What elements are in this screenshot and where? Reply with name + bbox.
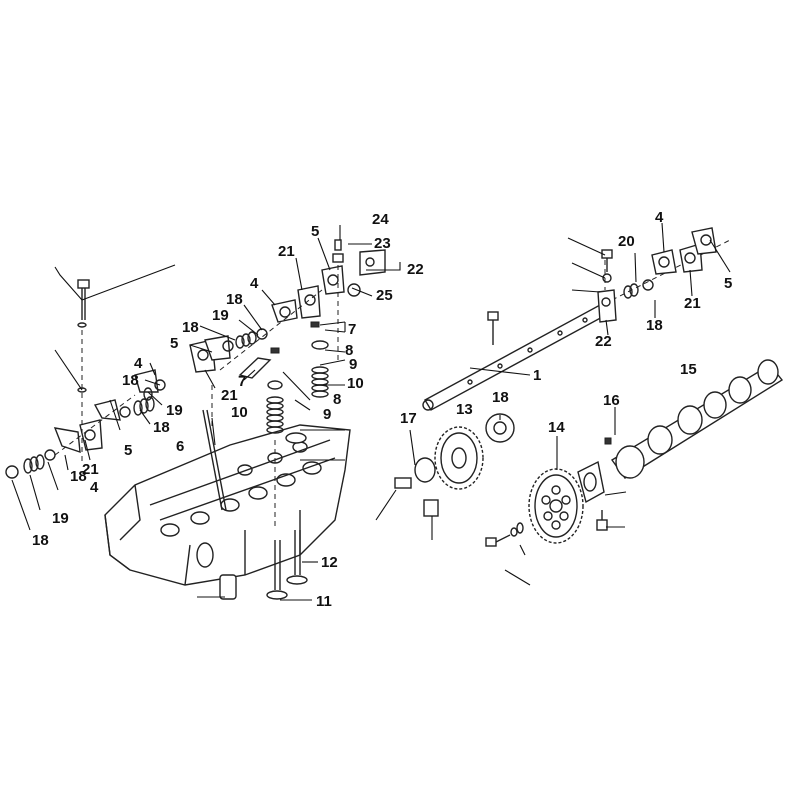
callout-18: 18 — [153, 419, 170, 436]
valve-pair — [266, 530, 308, 600]
idler-shaft — [394, 457, 439, 517]
callout-4: 4 — [90, 479, 99, 496]
callout-4: 4 — [250, 275, 259, 292]
callout-18: 18 — [226, 291, 243, 308]
camshaft-gear — [528, 468, 584, 544]
thrust-plate — [577, 460, 605, 504]
idler-gear — [434, 426, 484, 490]
valve-guide — [219, 574, 237, 600]
callout-22: 22 — [595, 333, 612, 350]
callout-19: 19 — [212, 307, 229, 324]
callout-21: 21 — [278, 243, 295, 260]
callout-1: 1 — [533, 367, 541, 384]
callout-11: 11 — [316, 593, 332, 610]
callout-12: 12 — [321, 554, 338, 571]
leader-lines — [11, 222, 731, 601]
callout-4: 4 — [134, 355, 143, 372]
callout-21: 21 — [684, 295, 701, 312]
callout-20: 20 — [618, 233, 635, 250]
callout-14: 14 — [548, 419, 565, 436]
callout-18: 18 — [492, 389, 509, 406]
valve-springs — [266, 340, 329, 444]
camshaft — [604, 359, 784, 479]
cylinder-head — [104, 424, 351, 586]
rocker-shaft — [422, 304, 607, 411]
callout-4: 4 — [655, 209, 664, 226]
callout-5: 5 — [170, 335, 178, 352]
callout-7: 7 — [238, 373, 246, 390]
push-rod — [202, 409, 227, 511]
gear-hub — [485, 413, 515, 443]
callout-13: 13 — [456, 401, 473, 418]
callout-18: 18 — [70, 468, 87, 485]
rocker-stud — [77, 279, 90, 393]
callout-18: 18 — [646, 317, 663, 334]
callout-21: 21 — [82, 461, 99, 478]
callout-8: 8 — [345, 342, 353, 359]
callout-19: 19 — [52, 510, 69, 527]
callout-18: 18 — [32, 532, 49, 549]
callout-18: 18 — [122, 372, 139, 389]
callout-21: 21 — [221, 387, 238, 404]
callout-19: 19 — [166, 402, 183, 419]
callout-5: 5 — [124, 442, 132, 459]
callout-10: 10 — [231, 404, 248, 421]
callout-16: 16 — [603, 392, 620, 409]
callout-labels: 1 4 4 4 4 5 5 5 5 6 7 7 8 8 9 9 10 10 11… — [32, 209, 732, 610]
callout-10: 10 — [347, 375, 364, 392]
callout-25: 25 — [376, 287, 393, 304]
callout-9: 9 — [349, 356, 357, 373]
callout-7: 7 — [348, 321, 356, 338]
gear-bolt — [485, 522, 524, 547]
callout-22: 22 — [407, 261, 424, 278]
callout-8: 8 — [333, 391, 341, 408]
rocker-arm-group-right — [597, 227, 717, 323]
callout-9: 9 — [323, 406, 331, 423]
callout-17: 17 — [400, 410, 417, 427]
callout-5: 5 — [724, 275, 732, 292]
callout-18: 18 — [182, 319, 199, 336]
callout-6: 6 — [176, 438, 184, 455]
callout-23: 23 — [374, 235, 391, 252]
callout-24: 24 — [372, 211, 389, 228]
callout-15: 15 — [680, 361, 697, 378]
flange-bolt — [596, 510, 608, 531]
shaft-bolt — [487, 311, 499, 345]
callout-5: 5 — [311, 223, 319, 240]
